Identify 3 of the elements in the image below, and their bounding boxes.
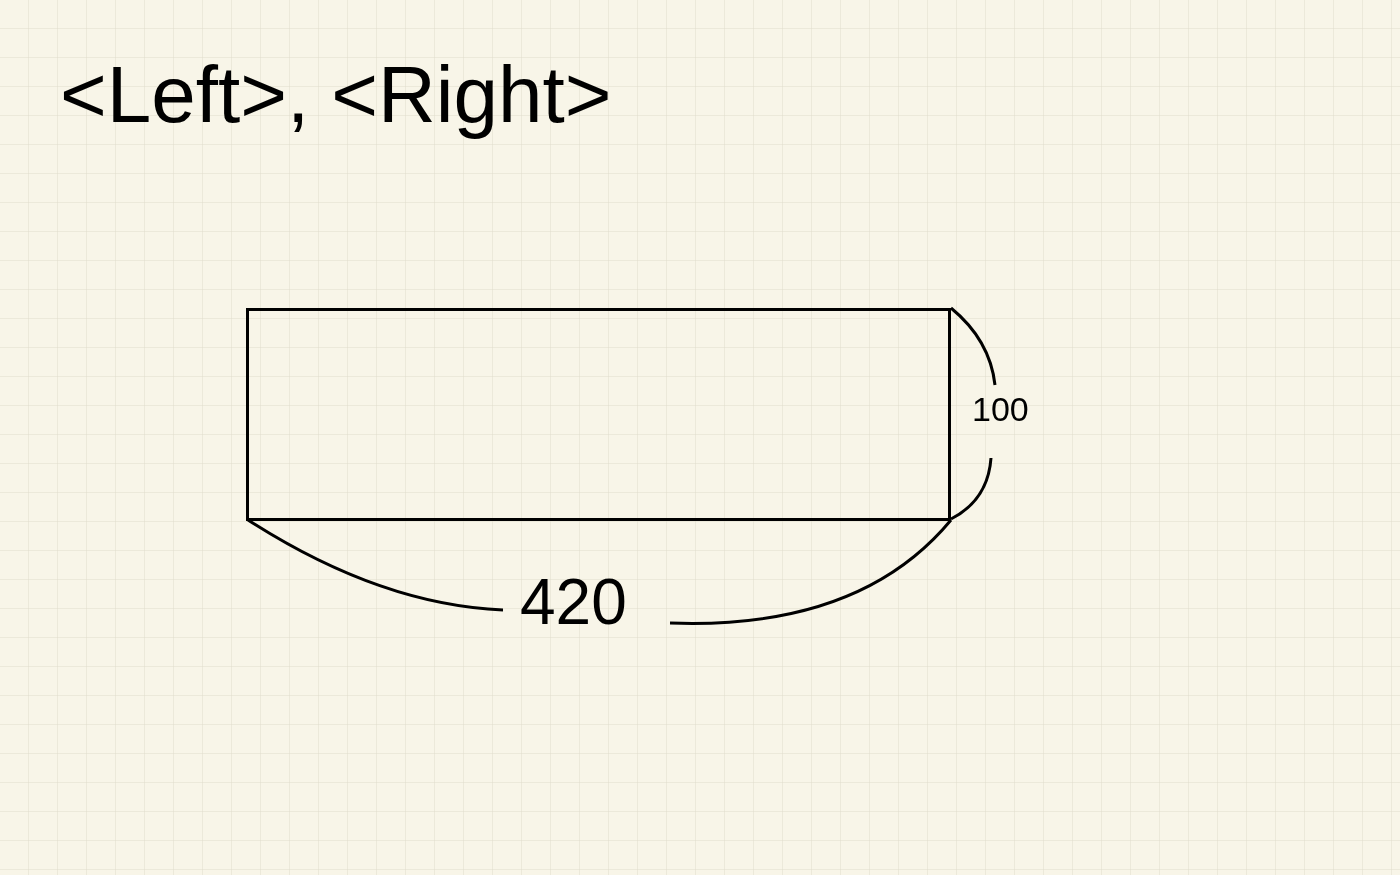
dimension-label: 420 <box>520 570 627 634</box>
dimension-label: 100 <box>972 392 1029 426</box>
rectangle <box>246 308 951 521</box>
